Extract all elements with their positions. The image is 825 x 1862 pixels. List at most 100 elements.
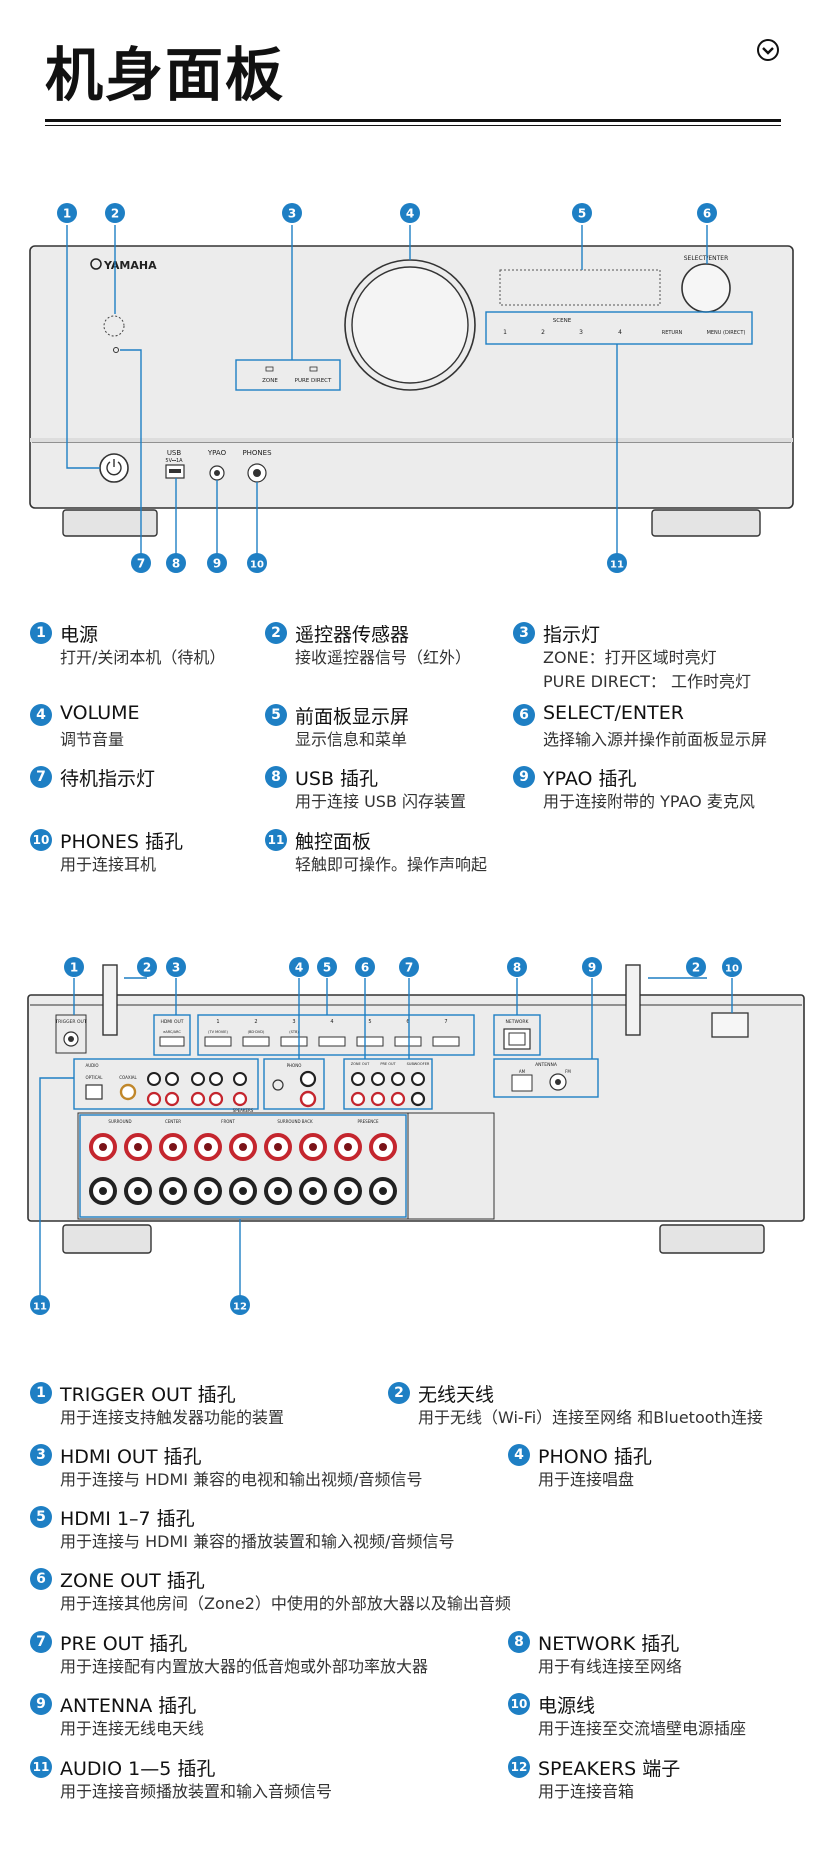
item-number-badge: 7 (30, 1631, 52, 1653)
svg-text:AUDIO: AUDIO (85, 1063, 98, 1068)
svg-text:10: 10 (725, 964, 739, 975)
hdmi-in-port-3[interactable] (280, 1036, 308, 1047)
scene-2-button[interactable]: 2 (541, 329, 545, 336)
rear-callout-6: 6 (355, 957, 375, 977)
pre-out-jack[interactable] (391, 1072, 405, 1086)
rear-callout-10: 2 (686, 957, 706, 977)
pre-out-jack[interactable] (411, 1072, 425, 1086)
volume-knob[interactable] (351, 266, 469, 384)
item-number-badge: 2 (388, 1382, 410, 1404)
svg-text:7: 7 (137, 557, 145, 571)
coaxial-jack[interactable] (119, 1083, 137, 1101)
return-button[interactable]: RETURN (662, 330, 683, 336)
audio-jack-left[interactable] (165, 1072, 179, 1086)
svg-text:9: 9 (213, 557, 221, 571)
audio-jack-right[interactable] (164, 1091, 180, 1107)
pre-out-jack[interactable] (410, 1091, 426, 1107)
scene-4-button[interactable]: 4 (618, 329, 622, 336)
phono-jack-right[interactable] (299, 1090, 317, 1108)
item-title: VOLUME (60, 702, 140, 724)
brand-logo: YAMAHA (103, 259, 157, 272)
audio-jack-left[interactable] (233, 1072, 247, 1086)
svg-text:eARC/ARC: eARC/ARC (163, 1030, 181, 1034)
item-title: ANTENNA 插孔 (60, 1695, 197, 1717)
item-description: 用于连接其他房间（Zone2）中使用的外部放大器以及输出音频 (60, 1594, 511, 1613)
item-title: PHONO 插孔 (538, 1446, 652, 1468)
optical-jack[interactable] (85, 1084, 103, 1100)
svg-text:SURROUND BACK: SURROUND BACK (277, 1119, 313, 1124)
front-callout-8: 8 (166, 553, 186, 573)
pre-out-jack[interactable] (390, 1091, 406, 1107)
pre-out-jack[interactable] (371, 1072, 385, 1086)
audio-jack-right[interactable] (190, 1091, 206, 1107)
am-antenna-terminal[interactable] (511, 1074, 533, 1092)
item-number-badge: 9 (30, 1693, 52, 1715)
select-enter-label: SELECT/ENTER (684, 255, 729, 262)
audio-jack-right[interactable] (208, 1091, 224, 1107)
touch-panel[interactable] (485, 311, 753, 345)
audio-jack-left[interactable] (147, 1072, 161, 1086)
chevron-down-icon[interactable] (756, 38, 780, 62)
item-number-badge: 6 (30, 1568, 52, 1590)
wireless-antenna-left[interactable] (102, 964, 118, 1036)
hdmi-in-port-2[interactable] (242, 1036, 270, 1047)
audio-jack-right[interactable] (146, 1091, 162, 1107)
phono-jack-left[interactable] (299, 1070, 317, 1088)
pre-out-jack[interactable] (351, 1072, 365, 1086)
audio-jack-left[interactable] (209, 1072, 223, 1086)
item-title: SELECT/ENTER (543, 702, 684, 724)
hdmi-out-port[interactable] (159, 1036, 185, 1047)
rear-callout-3: 3 (166, 957, 186, 977)
front-callout-6: 6 (697, 203, 717, 223)
wireless-antenna-right[interactable] (625, 964, 641, 1036)
rear-callout-13: 12 (230, 1295, 250, 1315)
hdmi-in-label-6: 6 (406, 1019, 409, 1025)
power-button[interactable] (99, 453, 129, 483)
select-enter-knob[interactable] (681, 263, 731, 313)
item-number-badge: 12 (508, 1756, 530, 1778)
svg-text:FM: FM (565, 1069, 571, 1074)
hdmi-in-port-6[interactable] (394, 1036, 422, 1047)
pre-out-jack[interactable] (350, 1091, 366, 1107)
svg-text:PRESENCE: PRESENCE (357, 1119, 379, 1124)
pre-out-jack[interactable] (370, 1091, 386, 1107)
svg-text:2: 2 (111, 207, 119, 221)
front-callout-10: 10 (247, 553, 267, 573)
page-title: 机身面板 (45, 41, 286, 109)
item-number-badge: 8 (265, 766, 287, 788)
scene-3-button[interactable]: 3 (579, 329, 583, 336)
hdmi-in-label-1: 1 (216, 1019, 219, 1025)
item-title: YPAO 插孔 (543, 768, 637, 790)
item-description: 用于连接耳机 (60, 855, 157, 874)
svg-text:SURROUND: SURROUND (108, 1119, 131, 1124)
item-description: PURE DIRECT： 工作时亮灯 (543, 672, 751, 691)
audio-jack-right[interactable] (232, 1091, 248, 1107)
svg-text:12: 12 (233, 1302, 247, 1313)
item-title: 前面板显示屏 (295, 706, 410, 728)
rear-callout-7: 7 (399, 957, 419, 977)
svg-text:5: 5 (578, 207, 586, 221)
item-number-badge: 11 (30, 1756, 52, 1778)
hdmi-in-port-7[interactable] (432, 1036, 460, 1047)
scene-1-button[interactable]: 1 (503, 329, 507, 336)
menu-button[interactable]: MENU (DIRECT) (707, 330, 746, 336)
item-number-badge: 4 (30, 704, 52, 726)
item-title: 无线天线 (418, 1384, 495, 1406)
hdmi-in-port-4[interactable] (318, 1036, 346, 1047)
item-number-badge: 3 (513, 622, 535, 644)
front-callout-1: 1 (57, 203, 77, 223)
item-title: PRE OUT 插孔 (60, 1633, 188, 1655)
item-title: PHONES 插孔 (60, 831, 184, 853)
speakers-label: SPEAKERS (233, 1108, 254, 1113)
hdmi-in-port-5[interactable] (356, 1036, 384, 1047)
front-callout-2: 2 (105, 203, 125, 223)
item-title: 待机指示灯 (60, 768, 156, 790)
svg-text:(BD·DVD): (BD·DVD) (248, 1030, 265, 1034)
hdmi-in-port-1[interactable] (204, 1036, 232, 1047)
audio-jack-left[interactable] (191, 1072, 205, 1086)
front-callout-9: 9 (207, 553, 227, 573)
front-callout-7: 7 (131, 553, 151, 573)
network-port[interactable] (503, 1028, 531, 1050)
trigger-label: TRIGGER OUT (54, 1019, 86, 1025)
svg-text:CENTER: CENTER (165, 1119, 181, 1124)
